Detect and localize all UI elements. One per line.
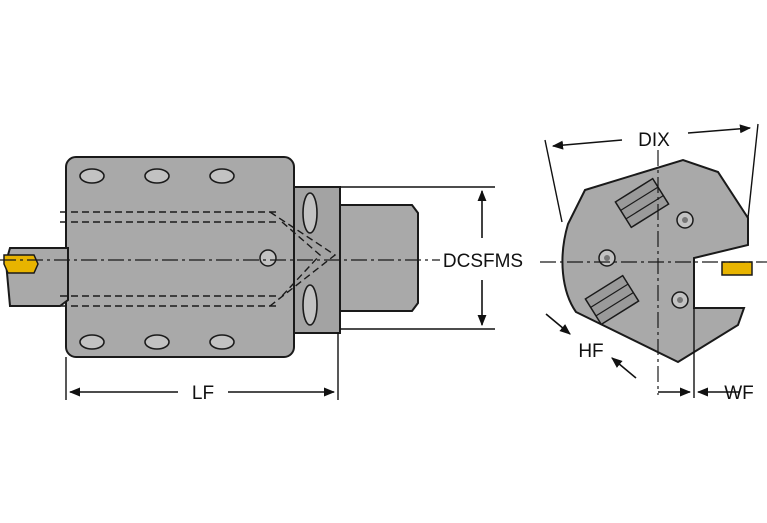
- clamp-slot: [614, 177, 670, 229]
- end-view: [540, 150, 767, 395]
- coolant-hole: [144, 168, 170, 184]
- coolant-hole: [144, 334, 170, 350]
- cutting-insert: [3, 254, 39, 274]
- hf-label: HF: [578, 341, 603, 362]
- hidden-lines: [60, 211, 337, 307]
- dcsfms-label: DCSFMS: [443, 251, 523, 272]
- screw-hole: [682, 217, 688, 223]
- end-insert: [721, 261, 753, 276]
- wf-dimension: [658, 308, 740, 398]
- hf-dimension: [545, 313, 637, 379]
- dcsfms-dimension: [340, 186, 495, 330]
- lf-dimension: [65, 333, 339, 400]
- side-view: [0, 156, 440, 358]
- holder-shank: [339, 204, 419, 312]
- center-port: [259, 249, 277, 267]
- coolant-hole: [79, 334, 105, 350]
- clamp-slot: [584, 274, 640, 326]
- dix-label: DIX: [638, 130, 670, 151]
- coolant-hole: [209, 334, 235, 350]
- screw-hole: [604, 255, 610, 261]
- coolant-hole: [79, 168, 105, 184]
- wf-label: WF: [724, 383, 754, 404]
- flange-slot: [302, 192, 318, 234]
- dix-dimension: [544, 123, 759, 223]
- flange-slot: [302, 284, 318, 326]
- coolant-hole: [209, 168, 235, 184]
- lf-label: LF: [192, 383, 214, 404]
- screw-hole: [677, 297, 683, 303]
